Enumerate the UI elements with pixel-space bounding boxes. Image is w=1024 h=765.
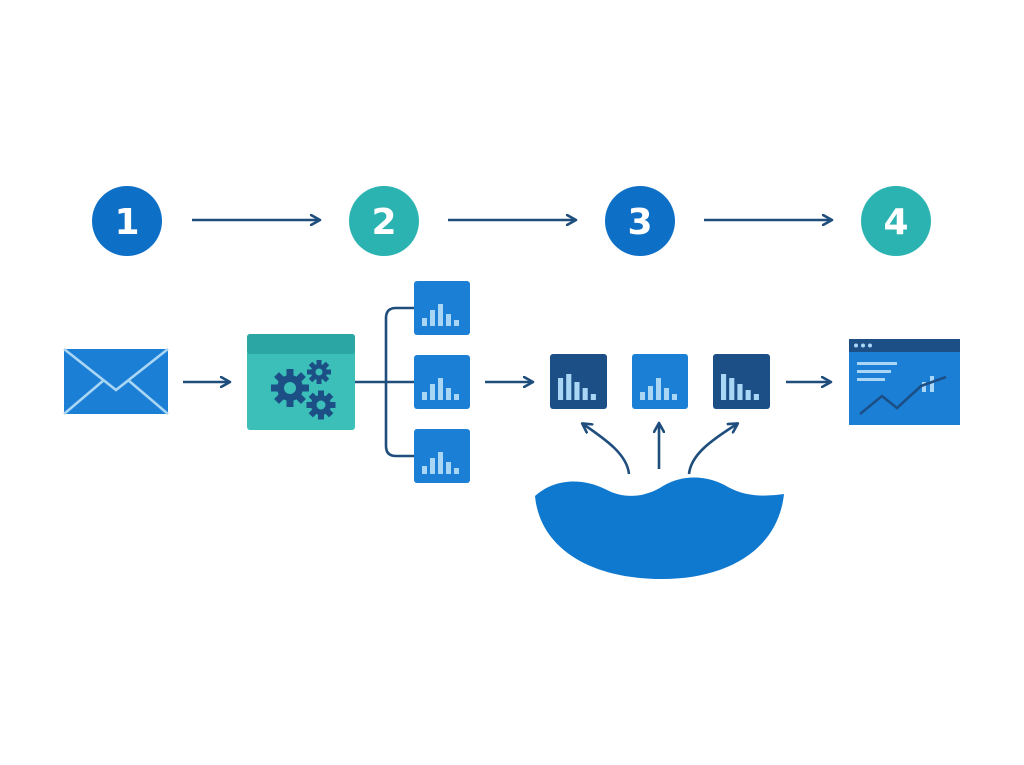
envelope-icon — [63, 347, 169, 415]
card-bar — [422, 392, 427, 400]
rising-arrow-right — [687, 424, 737, 475]
bar-chart-icon — [414, 429, 470, 483]
bar-chart-icon — [632, 354, 688, 409]
card-bar — [454, 320, 459, 326]
card-bar — [430, 310, 435, 326]
bar-chart-icon — [550, 354, 607, 409]
card-bar — [422, 466, 427, 474]
step-4-circle — [861, 186, 931, 256]
card-bar — [664, 388, 669, 400]
data-lake-icon — [535, 477, 784, 579]
card-bar — [582, 388, 588, 400]
step-3: 3 — [605, 186, 675, 256]
card-bar — [422, 318, 427, 326]
processing-box — [247, 334, 355, 430]
card-bar — [454, 394, 459, 400]
step-1-circle — [92, 186, 162, 256]
dashboard-window-icon — [849, 339, 960, 425]
card-bar — [446, 462, 451, 474]
card-bar — [753, 394, 759, 400]
card-bar — [446, 314, 451, 326]
card-bar — [438, 304, 443, 326]
card-bar — [438, 452, 443, 474]
step-4: 4 — [861, 186, 931, 256]
card-bar — [721, 374, 727, 400]
card-bar — [640, 392, 645, 400]
card-bar — [737, 384, 743, 400]
branch-connector — [355, 306, 414, 458]
card-bar — [574, 382, 580, 400]
card-bar — [729, 378, 735, 400]
step-3-label: 3 — [627, 202, 652, 243]
bar-chart-icon — [414, 281, 470, 335]
card-bar — [745, 390, 751, 400]
step-2: 2 — [349, 186, 419, 256]
step-1: 1 — [92, 186, 162, 256]
card-bar — [430, 458, 435, 474]
bar-chart-icon — [713, 354, 770, 409]
step-1-label: 1 — [114, 202, 139, 243]
card-bar — [430, 384, 435, 400]
rising-arrow-left — [583, 424, 631, 475]
step-2-circle — [349, 186, 419, 256]
card-bar — [446, 388, 451, 400]
card-bar — [656, 378, 661, 400]
card-bar — [558, 378, 564, 400]
card-bar — [672, 394, 677, 400]
step-2-label: 2 — [371, 202, 396, 243]
card-bar — [454, 468, 459, 474]
bar-chart-icon — [414, 355, 470, 409]
card-bar — [438, 378, 443, 400]
step-4-label: 4 — [883, 202, 908, 243]
lake-rising-arrows — [583, 424, 737, 475]
gears-icon — [271, 360, 336, 420]
card-bar — [648, 386, 653, 400]
card-bar — [590, 394, 596, 400]
card-bar — [566, 374, 572, 400]
step-3-circle — [605, 186, 675, 256]
